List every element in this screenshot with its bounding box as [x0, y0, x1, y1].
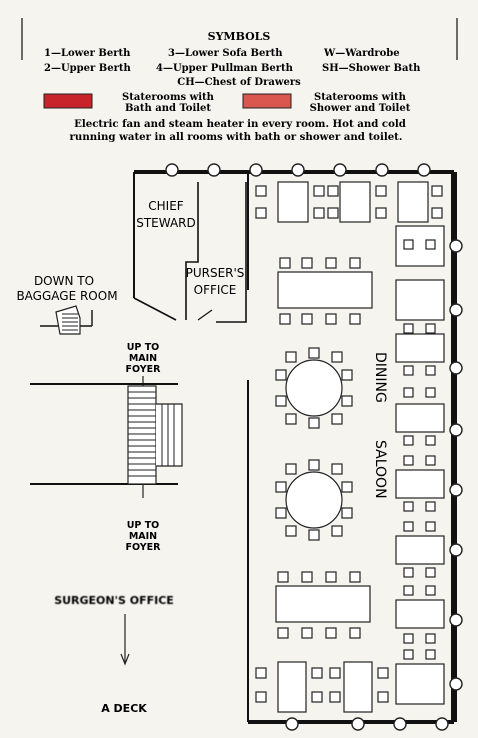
up-bottom-label-1: UP TO [127, 520, 160, 531]
saloon-label: SALOON [372, 440, 388, 499]
lower-area: SURGEON'S OFFICE A DECK [54, 594, 174, 715]
offices: CHIEF STEWARD PURSER'S OFFICE [133, 172, 247, 323]
legend-wardrobe: W—Wardrobe [323, 48, 400, 59]
swatch2-line2: Shower and Toilet [310, 103, 411, 114]
main-stairs: UP TO MAIN FOYER UP TO MAIN FOYER [30, 342, 183, 553]
swatch1-line2: Bath and Toilet [125, 103, 211, 114]
baggage-stairs: DOWN TO BAGGAGE ROOM [16, 274, 118, 335]
up-top-label-3: FOYER [126, 364, 162, 375]
portholes [165, 163, 463, 731]
legend-note-line2: running water in all rooms with bath or … [70, 131, 403, 143]
dining-saloon-label: DINING SALOON [372, 352, 388, 499]
legend-lower-berth: 1—Lower Berth [44, 48, 131, 59]
shower-toilet-swatch [242, 93, 292, 109]
deck-label: A DECK [101, 702, 147, 715]
legend-box: SYMBOLS 1—Lower Berth 3—Lower Sofa Berth… [21, 18, 458, 143]
chief-steward-label-1: CHIEF [148, 199, 184, 213]
pursers-office-label-2: OFFICE [194, 283, 237, 297]
pursers-office-label-1: PURSER'S [186, 266, 245, 280]
down-to-label-2: BAGGAGE ROOM [16, 289, 117, 303]
chief-steward-label-2: STEWARD [136, 216, 196, 230]
swatch1-line1: Staterooms with [122, 92, 215, 103]
up-top-label-2: MAIN [129, 353, 157, 364]
legend-upper-berth: 2—Upper Berth [44, 63, 131, 74]
bath-toilet-swatch [43, 93, 93, 109]
legend-lower-sofa-berth: 3—Lower Sofa Berth [168, 48, 283, 59]
hull-walls [134, 163, 463, 731]
up-top-label-1: UP TO [127, 342, 160, 353]
down-to-label-1: DOWN TO [34, 274, 94, 288]
legend-note-line1: Electric fan and steam heater in every r… [74, 118, 406, 130]
up-bottom-label-2: MAIN [129, 531, 157, 542]
dining-label: DINING [372, 352, 388, 403]
legend-title: SYMBOLS [208, 30, 271, 43]
up-bottom-label-3: FOYER [126, 542, 162, 553]
dining-furniture [255, 181, 445, 713]
legend-upper-pullman-berth: 4—Upper Pullman Berth [156, 63, 294, 74]
swatch2-line1: Staterooms with [314, 92, 407, 103]
legend-shower-bath: SH—Shower Bath [322, 63, 421, 74]
surgeons-office-label: SURGEON'S OFFICE [54, 594, 174, 607]
legend-chest-of-drawers: CH—Chest of Drawers [177, 77, 301, 88]
